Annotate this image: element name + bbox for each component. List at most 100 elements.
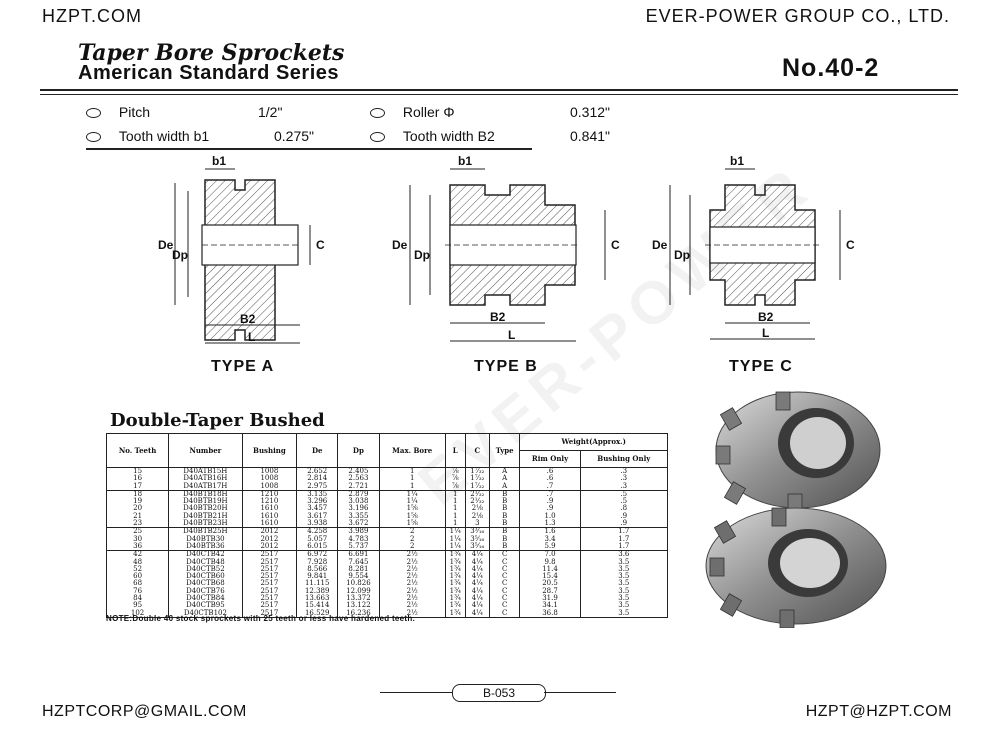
spec-tooth-width-b2: Tooth width B2 bbox=[370, 128, 495, 144]
dim-l: L bbox=[762, 326, 769, 340]
col-weight: Weight(Approx.) bbox=[519, 433, 668, 451]
table-cell: 4¼ bbox=[464, 609, 490, 618]
table-cell: 36 bbox=[105, 542, 170, 551]
page-subtitle: American Standard Series bbox=[78, 62, 339, 84]
dim-c: C bbox=[611, 238, 620, 252]
table-cell: 1610 bbox=[241, 520, 298, 528]
dim-b1: b1 bbox=[730, 155, 744, 168]
table-cell: 68 bbox=[105, 580, 170, 588]
table-cell: B bbox=[488, 505, 521, 513]
spec-value: 0.312" bbox=[570, 104, 611, 120]
table-cell: 2½ bbox=[378, 572, 446, 581]
table-cell: 20 bbox=[105, 505, 170, 513]
table-cell: .9 bbox=[579, 512, 669, 521]
table-cell: 2012 bbox=[241, 528, 298, 536]
table-cell: 1⅝ bbox=[378, 520, 446, 528]
diagram-type-c bbox=[669, 168, 841, 340]
table-cell: 4.258 bbox=[296, 528, 339, 536]
table-cell: 3.5 bbox=[579, 594, 669, 603]
footer-rule-right bbox=[544, 692, 616, 693]
table-cell: B bbox=[488, 528, 521, 536]
table-cell: 3.5 bbox=[579, 602, 669, 610]
table-cell: 13.663 bbox=[296, 594, 339, 603]
diagram-type-b bbox=[409, 168, 606, 342]
dim-de: De bbox=[652, 238, 668, 252]
table-cell: 52 bbox=[105, 565, 170, 574]
table-cell: 2½ bbox=[378, 565, 446, 574]
table-cell: 2517 bbox=[241, 609, 298, 618]
table-cell: C bbox=[488, 565, 521, 574]
table-cell: A bbox=[488, 467, 521, 476]
spec-rule bbox=[86, 148, 532, 150]
table-cell: 60 bbox=[105, 572, 170, 581]
table-cell: C bbox=[488, 587, 521, 596]
table-cell: 2½ bbox=[378, 594, 446, 603]
table-cell: 18 bbox=[105, 490, 170, 499]
sprocket-table: No. Teeth Number Bushing De Dp Max. Bore… bbox=[105, 433, 669, 618]
table-cell: 3.5 bbox=[579, 565, 669, 574]
diagram-type-a bbox=[174, 168, 311, 344]
table-cell: 11.115 bbox=[296, 580, 339, 588]
col-max-bore: Max. Bore bbox=[378, 433, 446, 468]
table-cell: 2.652 bbox=[296, 467, 339, 476]
table-cell: 2517 bbox=[241, 558, 298, 566]
spec-label: Tooth width B2 bbox=[402, 128, 495, 144]
page-title: Taper Bore Sprockets bbox=[78, 40, 345, 66]
spec-label: Tooth width b1 bbox=[118, 128, 210, 144]
table-cell: 9.841 bbox=[296, 572, 339, 581]
table-cell: 1¼ bbox=[378, 490, 446, 499]
table-cell: 42 bbox=[105, 551, 170, 559]
table-cell: A bbox=[488, 482, 521, 491]
footer-email-left[interactable]: HZPTCORP@GMAIL.COM bbox=[42, 703, 247, 720]
table-cell: 1008 bbox=[241, 467, 298, 476]
table-cell: 1610 bbox=[241, 512, 298, 521]
table-cell: 2½ bbox=[378, 602, 446, 610]
bullet-icon bbox=[86, 108, 101, 119]
table-cell: .3 bbox=[579, 482, 669, 491]
table-cell: .8 bbox=[579, 505, 669, 513]
spec-value: 0.275" bbox=[274, 128, 315, 144]
table-cell: 2517 bbox=[241, 580, 298, 588]
dim-b2: B2 bbox=[758, 310, 774, 324]
dim-de: De bbox=[392, 238, 408, 252]
table-cell: 84 bbox=[105, 594, 170, 603]
footer-email-right[interactable]: HZPT@HZPT.COM bbox=[805, 703, 952, 720]
table-cell: 6.972 bbox=[296, 551, 339, 559]
table-cell: 2 bbox=[378, 542, 446, 551]
table-cell: 76 bbox=[105, 587, 170, 596]
table-cell: 3.617 bbox=[296, 512, 339, 521]
col-teeth: No. Teeth bbox=[105, 433, 170, 468]
table-cell: 16 bbox=[105, 474, 170, 483]
table-cell: 1210 bbox=[241, 497, 298, 506]
table-cell: 48 bbox=[105, 558, 170, 566]
table-cell: 1.7 bbox=[579, 528, 669, 536]
table-cell: 30 bbox=[105, 535, 170, 543]
table-cell: .9 bbox=[579, 520, 669, 528]
table-cell: A bbox=[488, 474, 521, 483]
table-cell: B bbox=[488, 535, 521, 543]
table-cell: 3.938 bbox=[296, 520, 339, 528]
table-cell: 1008 bbox=[241, 474, 298, 483]
table-cell: 19 bbox=[105, 497, 170, 506]
table-cell: B bbox=[488, 497, 521, 506]
table-cell: 95 bbox=[105, 602, 170, 610]
table-cell: 2012 bbox=[241, 542, 298, 551]
table-cell: 8.566 bbox=[296, 565, 339, 574]
dim-l: L bbox=[508, 328, 515, 342]
table-cell: B bbox=[488, 542, 521, 551]
dim-dp: Dp bbox=[414, 248, 430, 262]
table-cell: 2.975 bbox=[296, 482, 339, 491]
table-cell: C bbox=[488, 602, 521, 610]
col-type: Type bbox=[488, 433, 521, 468]
bullet-icon bbox=[370, 132, 385, 143]
table-cell: C bbox=[488, 558, 521, 566]
sprocket-photos bbox=[705, 391, 887, 628]
dim-c: C bbox=[316, 238, 325, 252]
table-cell: 3.5 bbox=[579, 572, 669, 581]
